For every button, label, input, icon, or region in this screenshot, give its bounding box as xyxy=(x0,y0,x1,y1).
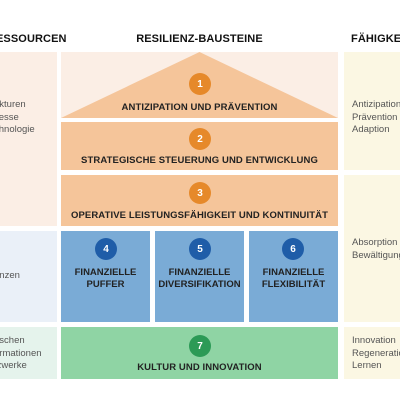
block-7-label: KULTUR UND INNOVATION xyxy=(137,362,262,373)
resources-line: zesse xyxy=(0,111,19,123)
capability-line: Prävention xyxy=(352,111,398,123)
resources-line: ukturen xyxy=(0,99,26,110)
block-5-number: 5 xyxy=(189,238,211,260)
block-2-label: STRATEGISCHE STEUERUNG UND ENTWICKLUNG xyxy=(81,155,318,166)
capability-line: Innovation xyxy=(352,335,396,346)
capabilities-panel-top xyxy=(344,52,400,170)
block-5-label-line: DIVERSIFIKATION xyxy=(158,279,241,290)
block-5-label: FINANZIELLE DIVERSIFIKATION xyxy=(155,267,244,291)
block-1-label: ANTIZIPATION UND PRÄVENTION xyxy=(121,102,278,113)
capability-line: Bewältigung xyxy=(352,249,400,261)
capabilities-text-top: Antizipation Prävention Adaption xyxy=(352,99,400,137)
resources-text-top: ukturen zesse chnologie xyxy=(0,99,35,137)
block-6-label-line: FLEXIBILITÄT xyxy=(261,279,326,290)
resources-line: chnologie xyxy=(0,124,35,135)
capability-line: Regeneration xyxy=(352,347,400,359)
resources-text-middle: anzen xyxy=(0,270,20,283)
capability-line: Absorption xyxy=(352,237,398,248)
block-4-label-line: FINANZIELLE xyxy=(74,267,137,278)
capability-line: Lernen xyxy=(352,360,382,371)
resources-line: ormationen xyxy=(0,347,42,359)
resources-panel-bottom xyxy=(0,327,57,379)
header-resilience-blocks: RESILIENZ-BAUSTEINE xyxy=(136,33,263,45)
block-4-label-line: PUFFER xyxy=(86,279,125,290)
block-2-number: 2 xyxy=(189,128,211,150)
block-5-label-line: FINANZIELLE xyxy=(168,267,231,278)
capability-line: Adaption xyxy=(352,124,390,135)
block-7-number: 7 xyxy=(189,335,211,357)
block-6-label-line: FINANZIELLE xyxy=(262,267,325,278)
capability-line: Antizipation xyxy=(352,99,400,110)
block-1-number: 1 xyxy=(189,73,211,95)
block-6-number: 6 xyxy=(282,238,304,260)
capabilities-text-middle: Absorption Bewältigung xyxy=(352,237,400,262)
block-6-label: FINANZIELLE FLEXIBILITÄT xyxy=(249,267,338,291)
block-3-label: OPERATIVE LEISTUNGSFÄHIGKEIT UND KONTINU… xyxy=(70,210,329,221)
capabilities-text-bottom: Innovation Regeneration Lernen xyxy=(352,335,400,373)
resources-line: tzwerke xyxy=(0,360,27,371)
resources-panel-middle xyxy=(0,231,57,322)
resources-line: anzen xyxy=(0,270,20,281)
resources-panel-top xyxy=(0,52,57,226)
block-4-label: FINANZIELLE PUFFER xyxy=(61,267,150,291)
header-resources: ESSOURCEN xyxy=(0,33,67,45)
block-3-number: 3 xyxy=(189,182,211,204)
capabilities-panel-bottom xyxy=(344,327,400,379)
header-capabilities: FÄHIGKEIT xyxy=(351,33,400,45)
block-4-number: 4 xyxy=(95,238,117,260)
capabilities-panel-middle xyxy=(344,175,400,322)
